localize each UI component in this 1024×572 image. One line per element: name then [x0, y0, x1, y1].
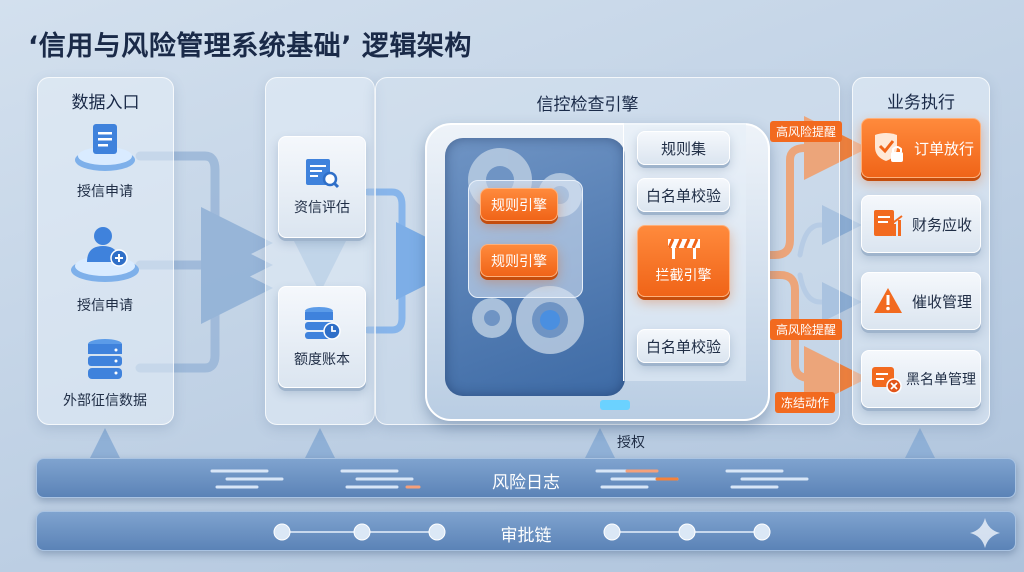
shield-check-lock-icon [875, 133, 903, 162]
arrow-collection [797, 272, 862, 322]
entry-label-2: 授信申请 [77, 298, 133, 314]
exec-collection-management[interactable]: 催收管理 [861, 272, 981, 330]
chain-node [753, 523, 771, 541]
panel-title-execution: 业务执行 [887, 93, 955, 113]
database-icon [85, 338, 125, 384]
arrow-entry-3 [135, 252, 273, 373]
approval-chain-label: 审批链 [500, 526, 552, 546]
card-label-credit-ledger: 额度账本 [294, 352, 350, 368]
arrow-finance [797, 205, 862, 258]
chain-node [353, 523, 371, 541]
rule-engine-2[interactable]: 规则引擎 [480, 244, 558, 277]
chain-node [273, 523, 291, 541]
tag-high-risk-1: 高风险提醒 [770, 121, 843, 142]
chain-node [428, 523, 446, 541]
exec-label-order-release: 订单放行 [914, 139, 975, 158]
panel-data-entry: 数据入口 [37, 77, 174, 425]
chain-node [678, 523, 696, 541]
ruleset-card[interactable]: 规则集 [637, 131, 730, 165]
exec-label-collection: 催收管理 [912, 292, 973, 311]
tag-freeze: 冻结动作 [775, 392, 836, 413]
intercept-engine-label: 拦截引擎 [655, 268, 712, 284]
status-light-bar [600, 400, 630, 410]
document-search-icon [306, 159, 340, 189]
report-chart-icon [874, 210, 903, 236]
exec-label-finance: 财务应收 [912, 215, 973, 234]
database-clock-icon [305, 307, 341, 340]
panel-title-data-entry: 数据入口 [71, 93, 140, 113]
blacklist-icon [872, 367, 902, 394]
document-icon [72, 118, 138, 178]
whitelist-check-card-2[interactable]: 白名单校验 [637, 329, 730, 363]
chain-node [603, 523, 621, 541]
approval-chain-band: 审批链 [36, 511, 1016, 551]
arrow-ledger-engine [364, 244, 452, 334]
exec-finance-receivable[interactable]: 财务应收 [861, 195, 981, 253]
rule-engine-1[interactable]: 规则引擎 [480, 188, 558, 221]
risk-log-label: 风险日志 [492, 473, 560, 493]
panel-title-credit-engine: 信控检查引擎 [536, 95, 639, 115]
entry-label-3: 外部征信数据 [63, 393, 147, 409]
card-credit-evaluation[interactable]: 资信评估 [278, 136, 366, 238]
exec-label-blacklist: 黑名单管理 [906, 372, 976, 388]
log-stream-graphics [210, 469, 809, 489]
card-label-credit-evaluation: 资信评估 [294, 200, 350, 216]
exec-blacklist-management[interactable]: 黑名单管理 [861, 350, 981, 408]
warning-icon [874, 288, 902, 313]
whitelist-check-card-1[interactable]: 白名单校验 [637, 178, 730, 212]
intercept-engine-card[interactable]: 拦截引擎 [637, 225, 730, 297]
risk-log-band: 风险日志 [36, 458, 1016, 498]
arrow-intercept-release [731, 116, 868, 259]
authorize-label: 授权 [617, 435, 645, 451]
entry-label-1: 授信申请 [77, 184, 133, 200]
exec-order-release[interactable]: 订单放行 [861, 118, 981, 178]
approval-chain-nodes [273, 523, 771, 541]
tag-high-risk-2: 高风险提醒 [770, 319, 843, 340]
card-credit-ledger[interactable]: 额度账本 [278, 286, 366, 388]
barrier-icon [667, 238, 700, 259]
user-add-icon [68, 222, 142, 288]
page-title: ‘信用与风险管理系统基础’ 逻辑架构 [28, 31, 472, 62]
